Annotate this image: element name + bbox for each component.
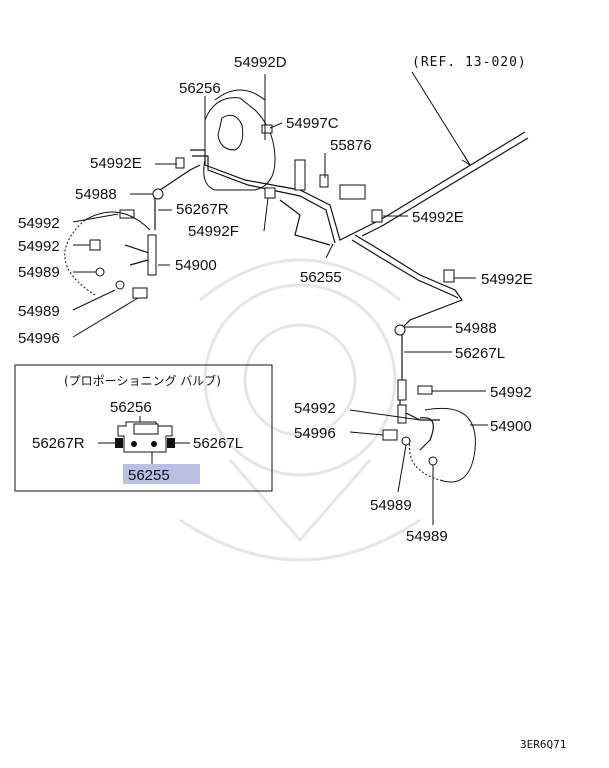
leader-lines (72, 74, 488, 525)
label-54989-left-1: 54989 (18, 264, 60, 281)
label-54996-left: 54996 (18, 330, 60, 347)
inset-proportioning-valve: (プロポーショニング バルブ) 56256 56267R 56267L 5625… (14, 364, 273, 492)
label-55876: 55876 (330, 137, 372, 154)
watermark-emblem (179, 258, 421, 562)
inset-highlight (123, 464, 200, 484)
label-54989-right-2: 54989 (406, 528, 448, 545)
label-54992-right-2: 54992 (294, 400, 336, 417)
label-54988-right: 54988 (455, 320, 497, 337)
label-54900-right: 54900 (490, 418, 532, 435)
label-54992E-left: 54992E (90, 155, 142, 172)
label-54992-left-2: 54992 (18, 238, 60, 255)
label-54992D: 54992D (234, 54, 287, 71)
label-54992F: 54992F (188, 223, 239, 240)
ref-label: (REF. 13-020) (412, 55, 527, 70)
label-54989-left-2: 54989 (18, 303, 60, 320)
label-54992E-right-2: 54992E (481, 271, 533, 288)
inset-label-56256: 56256 (110, 399, 152, 416)
label-54988-left: 54988 (75, 186, 117, 203)
label-54992-left-1: 54992 (18, 215, 60, 232)
label-56267R: 56267R (176, 201, 229, 218)
footer-code: 3ER6Q71 (520, 738, 566, 751)
inset-label-56267L: 56267L (193, 435, 243, 452)
disc-outlines (64, 211, 476, 483)
inset-label-56267R: 56267R (32, 435, 85, 452)
inset-title: (プロポーショニング バルブ) (64, 373, 221, 388)
label-54989-right-1: 54989 (370, 497, 412, 514)
label-56255: 56255 (300, 269, 342, 286)
label-54996-right: 54996 (294, 425, 336, 442)
label-56256: 56256 (179, 80, 221, 97)
label-54997C: 54997C (286, 115, 339, 132)
master-cylinder (203, 89, 276, 191)
inset-label-56255-highlighted: 56255 (128, 467, 170, 484)
ref-arrow (411, 71, 471, 166)
label-54992-right-1: 54992 (490, 384, 532, 401)
label-56267L: 56267L (455, 345, 505, 362)
parts-shapes (89, 124, 455, 466)
label-54900-left: 54900 (175, 257, 217, 274)
label-54992E-right-1: 54992E (412, 209, 464, 226)
part-labels: 54992D 56256 54997C 55876 54992E 54988 5… (18, 54, 533, 545)
